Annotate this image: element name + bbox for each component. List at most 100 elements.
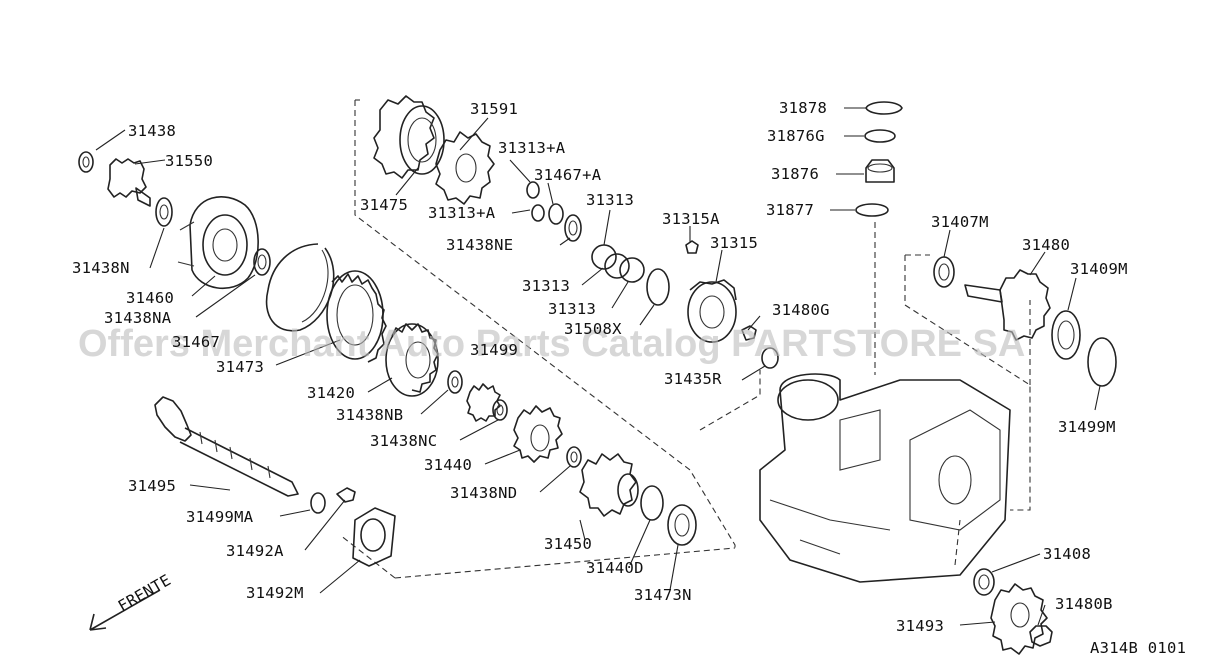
- label-31313A-2: 31313+A: [428, 204, 496, 222]
- label-31550: 31550: [165, 152, 213, 170]
- label-31499M: 31499M: [1058, 418, 1116, 436]
- gear-31450: [579, 453, 639, 517]
- label-31492A: 31492A: [226, 542, 284, 560]
- arrow-icon: [89, 589, 161, 631]
- transmission-case: [759, 373, 1011, 583]
- label-31473N: 31473N: [634, 586, 692, 604]
- label-31313-b: 31313: [522, 277, 570, 295]
- label-31315: 31315: [710, 234, 758, 252]
- bearing-31473N: [667, 504, 697, 546]
- gear-31440: [513, 405, 563, 463]
- label-31508X: 31508X: [564, 320, 622, 338]
- label-31480: 31480: [1022, 236, 1070, 254]
- seal-31409M: [1051, 310, 1081, 360]
- label-31438NA: 31438NA: [104, 309, 172, 327]
- label-31438NB: 31438NB: [336, 406, 403, 424]
- part-drawings: [78, 95, 1117, 655]
- shim-31313-a: [591, 244, 617, 270]
- gear-31475: [373, 95, 445, 179]
- bearing-31438NE: [564, 214, 582, 242]
- ring-31499M: [1087, 337, 1117, 387]
- assembly-outlines: [339, 99, 1031, 579]
- label-31878: 31878: [779, 99, 827, 117]
- label-31438N: 31438N: [72, 259, 130, 277]
- snapring-31508X: [646, 268, 670, 306]
- label-31440D: 31440D: [586, 559, 644, 577]
- gear-31591: [435, 131, 495, 205]
- drawing-code: A314B 0101: [1090, 639, 1186, 657]
- bolt-31492A: [336, 487, 356, 503]
- oring-31877: [855, 203, 889, 217]
- label-31420: 31420: [307, 384, 355, 402]
- nut-31480B: [1029, 625, 1053, 647]
- gear-31420: [385, 323, 439, 397]
- watermark: Offers Merchant Auto Parts Catalog PARTS…: [78, 323, 1025, 365]
- label-31438NE: 31438NE: [446, 236, 513, 254]
- gear-31550: [107, 158, 151, 207]
- label-31473: 31473: [216, 358, 264, 376]
- label-31438NC: 31438NC: [370, 432, 437, 450]
- label-31450: 31450: [544, 535, 592, 553]
- ring-31878: [865, 101, 903, 115]
- shim-31313-b: [604, 253, 630, 279]
- label-31435R: 31435R: [664, 370, 722, 388]
- label-31438ND: 31438ND: [450, 484, 517, 502]
- snapring-31440D: [640, 485, 664, 521]
- label-31460: 31460: [126, 289, 174, 307]
- ring-gear-31473: [326, 270, 387, 363]
- label-31493: 31493: [896, 617, 944, 635]
- label-31499: 31499: [470, 341, 518, 359]
- housing-31492M: [352, 507, 396, 567]
- bearing-31438NC: [492, 399, 508, 421]
- seal-31408: [973, 568, 995, 596]
- label-31467A: 31467+A: [534, 166, 602, 184]
- leader-lines: [95, 107, 1101, 626]
- ring-31438: [78, 151, 94, 173]
- shim-31313A-1: [526, 181, 540, 199]
- label-31313-a: 31313: [586, 191, 634, 209]
- snapring-31467: [265, 243, 335, 332]
- bearing-31438NB: [447, 370, 463, 394]
- label-31495: 31495: [128, 477, 176, 495]
- part-labels: 31438 31550 31438N 31460 31438NA 31467 3…: [72, 99, 1186, 657]
- direction-label: FRENTE: [115, 571, 174, 615]
- label-31313-c: 31313: [548, 300, 596, 318]
- bearing-31438N: [155, 197, 173, 227]
- label-31313A-1: 31313+A: [498, 139, 566, 157]
- label-31409M: 31409M: [1070, 260, 1128, 278]
- label-31876: 31876: [771, 165, 819, 183]
- part-31315A: [685, 240, 699, 254]
- shim-31313A-2: [531, 204, 545, 222]
- gear-31480: [964, 269, 1051, 341]
- ring-31499MA: [310, 492, 326, 514]
- label-31480B: 31480B: [1055, 595, 1113, 613]
- case-31460: [177, 196, 259, 290]
- ring-31876G: [864, 129, 896, 143]
- bearing-31438ND: [566, 446, 582, 468]
- label-31467: 31467: [172, 333, 220, 351]
- label-31438: 31438: [128, 122, 176, 140]
- label-31315A: 31315A: [662, 210, 720, 228]
- label-31475: 31475: [360, 196, 408, 214]
- label-31492M: 31492M: [246, 584, 304, 602]
- label-31499MA: 31499MA: [186, 508, 254, 526]
- label-31407M: 31407M: [931, 213, 989, 231]
- label-31440: 31440: [424, 456, 472, 474]
- label-31876G: 31876G: [767, 127, 825, 145]
- gear-31499: [466, 383, 501, 422]
- label-31408: 31408: [1043, 545, 1091, 563]
- shim-31313-c: [619, 257, 645, 283]
- cap-31876: [865, 159, 895, 183]
- bearing-31438NA: [253, 248, 271, 276]
- bearing-31407M: [933, 256, 955, 288]
- seal-31435R: [761, 347, 779, 369]
- label-31591: 31591: [470, 100, 518, 118]
- label-31480G: 31480G: [772, 301, 830, 319]
- gear-31493: [990, 583, 1048, 655]
- ring-31467A: [548, 203, 564, 225]
- part-31480G: [741, 325, 757, 341]
- part-31315: [687, 279, 737, 343]
- label-31877: 31877: [766, 201, 814, 219]
